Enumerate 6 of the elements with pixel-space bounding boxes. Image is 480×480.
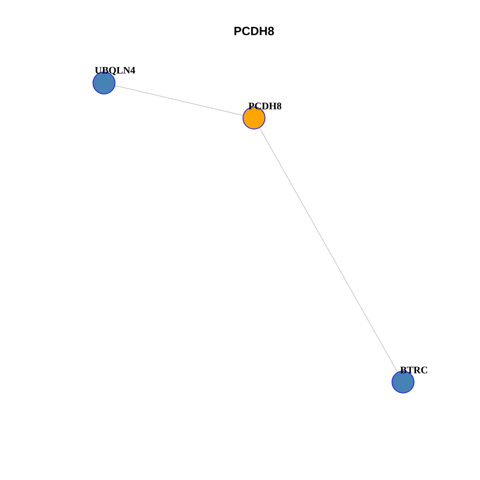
- node-label: BTRC: [400, 366, 428, 374]
- title: PCDH8: [234, 26, 274, 36]
- edge-line: [114, 85, 244, 116]
- node-label: PCDH8: [248, 102, 282, 110]
- edge-line: [259, 128, 398, 372]
- node-label: UBQLN4: [94, 66, 136, 76]
